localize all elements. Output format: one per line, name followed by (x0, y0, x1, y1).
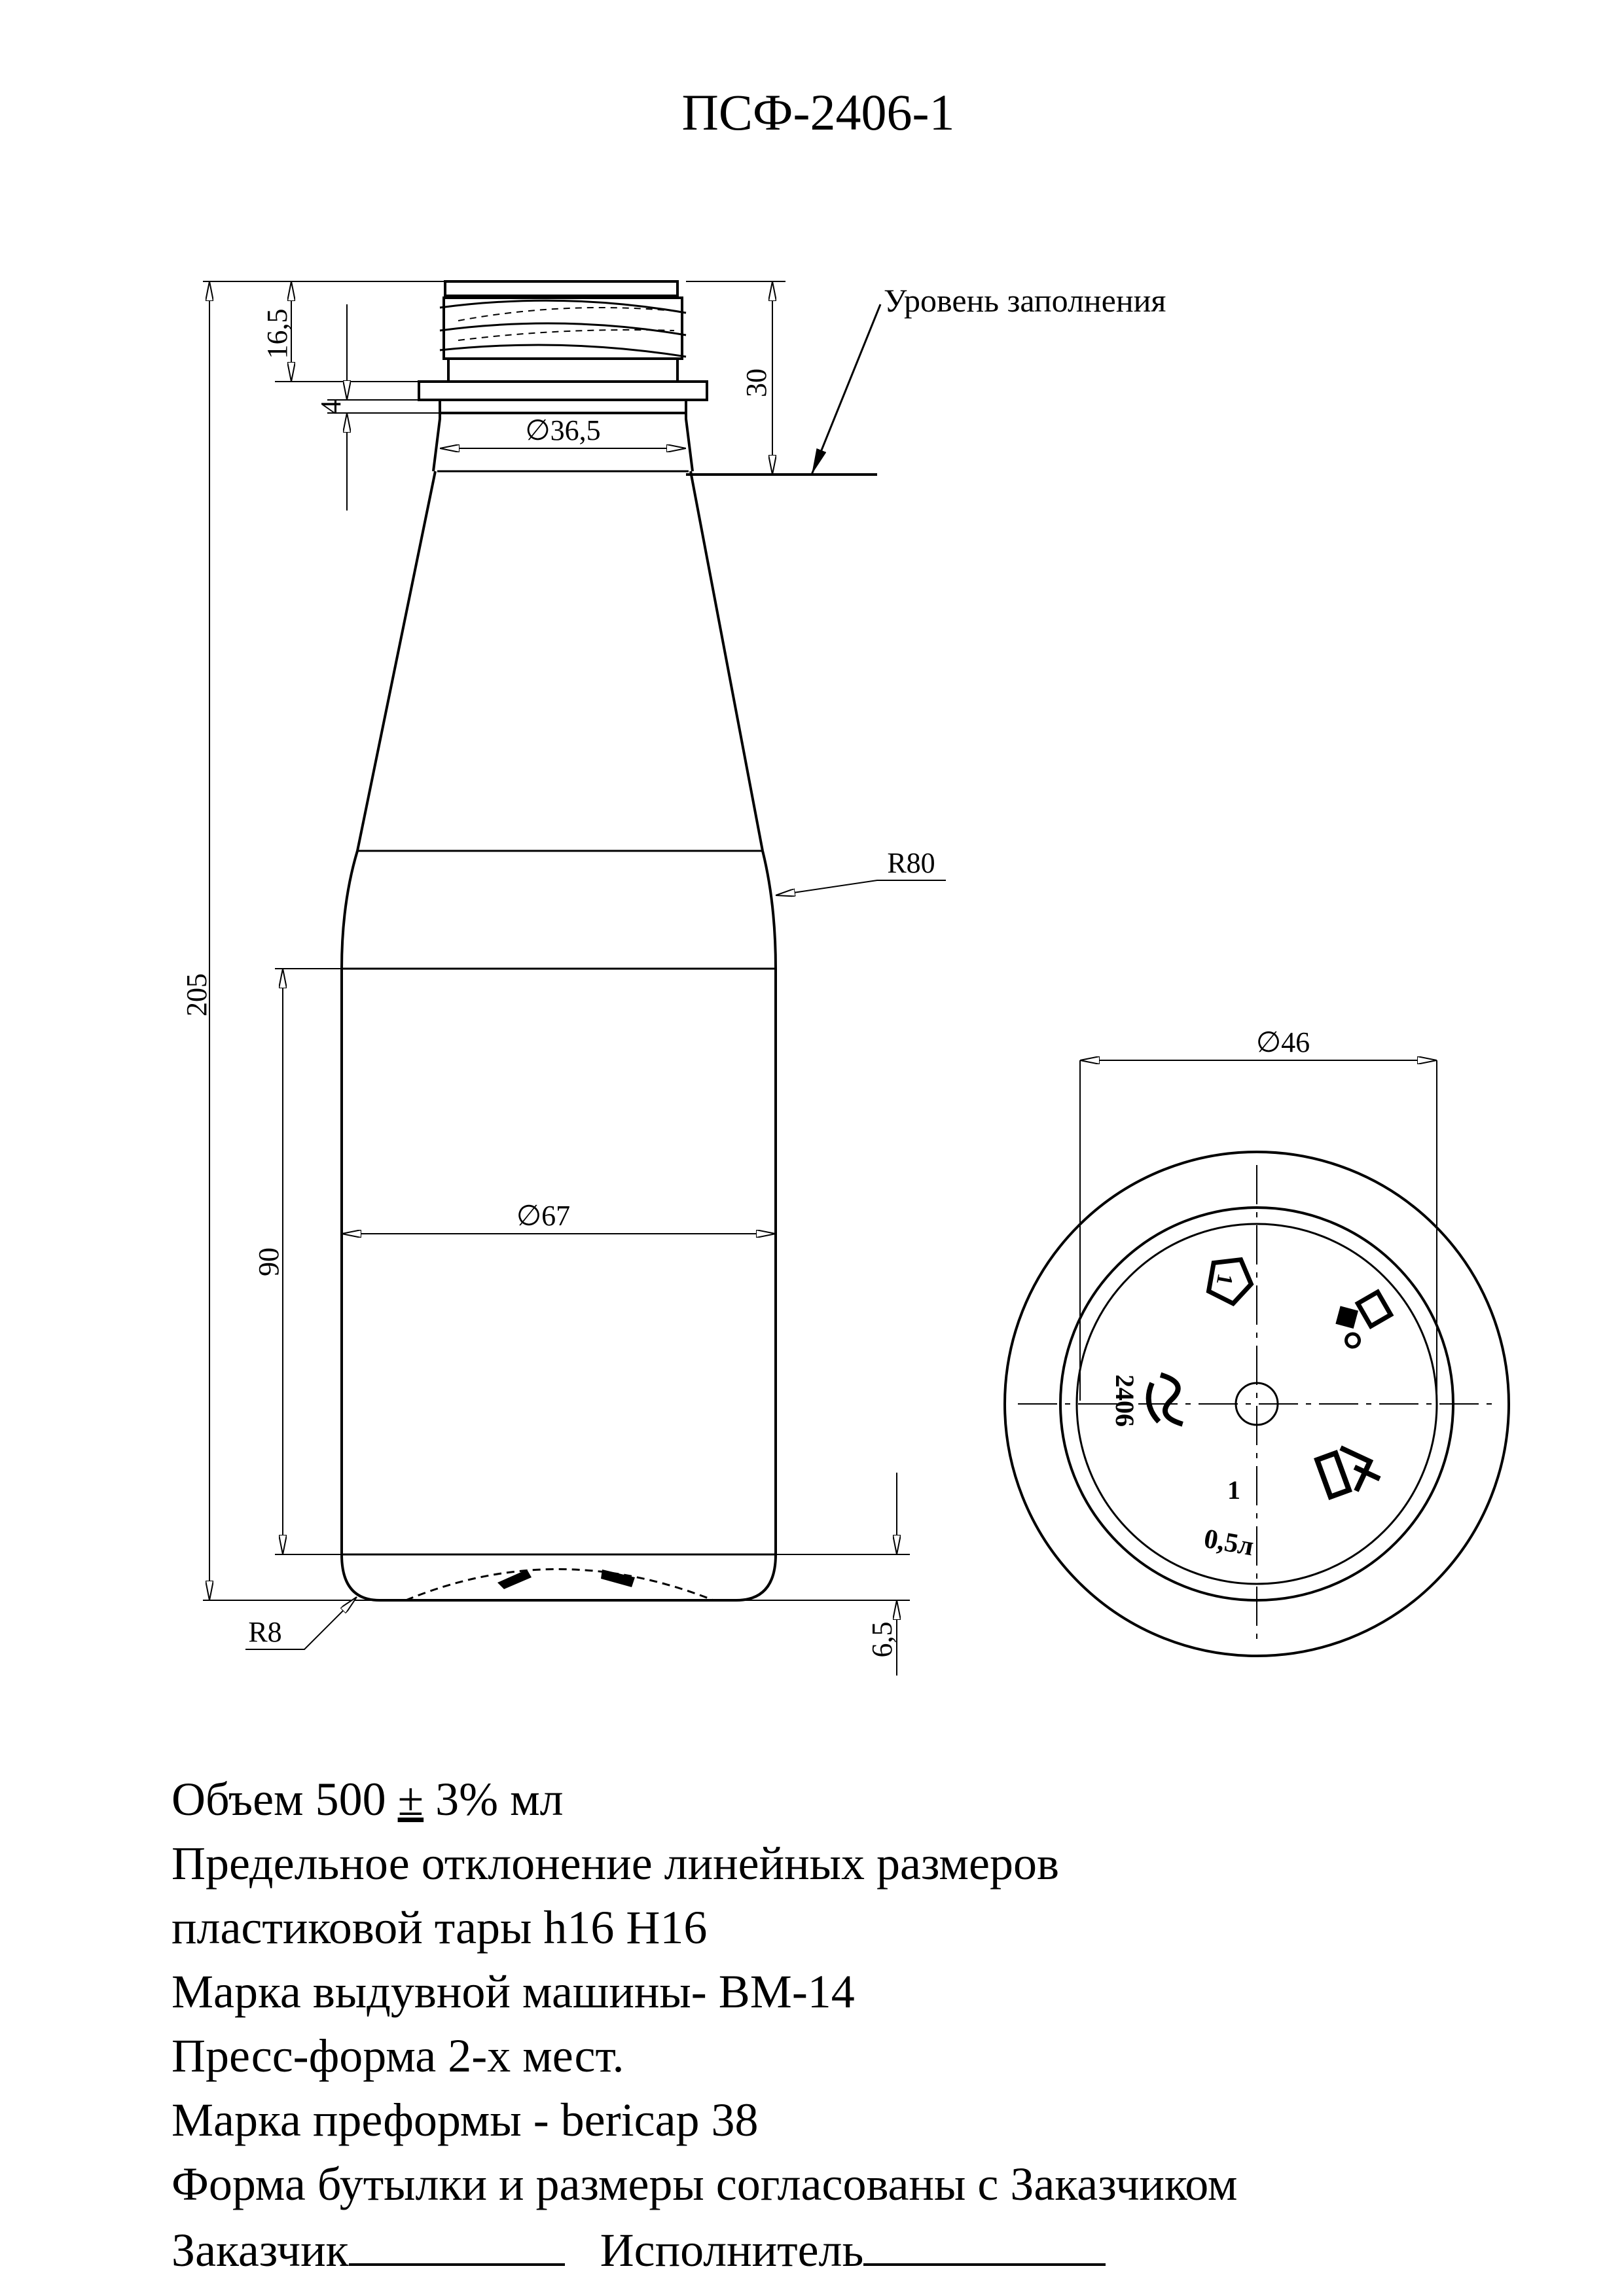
glass-fork-icon (1335, 1289, 1394, 1349)
note-volume-tolerance: ± (397, 1773, 424, 1825)
note-signatures: Заказчик Исполнитель (171, 2216, 1546, 2282)
svg-text:1: 1 (1212, 1272, 1237, 1287)
customer-label: Заказчик (171, 2224, 349, 2276)
drawing-title: ПСФ-2406-1 (682, 84, 955, 141)
dim-fill-depth: 30 (740, 368, 772, 397)
note-volume: Объем 500 ± 3% мл (171, 1767, 1546, 1831)
note-tolerance-line1: Предельное отклонение линейных размеров (171, 1837, 1059, 1890)
cavity-mark: 1 (1227, 1475, 1240, 1505)
bottle-shoulder (356, 471, 764, 852)
note-preform: Марка преформы - bericap 38 (171, 2094, 759, 2146)
note-tolerance-line2: пластиковой тары h16 H16 (171, 1901, 708, 1954)
contractor-label: Исполнитель (600, 2224, 864, 2276)
dim-body-diameter: ∅67 (516, 1200, 570, 1232)
dimension-labels: 205 16,5 4 30 ∅36,5 90 ∅67 R80 R8 6,5 Ур… (181, 282, 1166, 1658)
bottle-finish (418, 280, 708, 414)
specification-notes: Объем 500 ± 3% мл Предельное отклонение … (171, 1767, 1546, 2282)
logo-icon (1146, 1372, 1183, 1427)
dim-total-height: 205 (181, 973, 213, 1016)
dim-neck-diameter: ∅36,5 (525, 414, 600, 446)
dim-bottom-diameter: ∅46 (1256, 1026, 1310, 1058)
bottle-body (340, 969, 777, 1602)
recycle-icon: 1 (1206, 1257, 1254, 1306)
dim-shoulder-radius: R80 (887, 847, 935, 879)
dimension-lines (203, 281, 946, 1676)
fill-level-label: Уровень заполнения (884, 282, 1166, 319)
recycling-mark-icon (1314, 1445, 1381, 1500)
bottle-neck (432, 413, 694, 472)
note-machine: Марка выдувной машины- ВМ-14 (171, 1965, 855, 2018)
dim-label-height: 90 (253, 1247, 285, 1276)
note-volume-suffix: 3% мл (435, 1773, 564, 1825)
capacity-mark: 0,5л (1202, 1524, 1256, 1562)
note-approval: Форма бутылки и размеры согласованы с За… (171, 2158, 1238, 2210)
customer-signature-line (348, 2216, 565, 2266)
bottle-bottom-view (1003, 1060, 1510, 1657)
bottom-markings: 1 2406 1 0,5л (1110, 1257, 1394, 1562)
dim-base-radius: R8 (248, 1616, 281, 1648)
note-mold: Пресс-форма 2-х мест. (171, 2030, 624, 2082)
note-volume-prefix: Объем 500 (171, 1773, 386, 1825)
dim-neck-height: 16,5 (261, 309, 293, 359)
dim-neck-gap: 4 (315, 400, 347, 414)
dim-base-depth: 6,5 (866, 1622, 898, 1658)
contractor-signature-line (863, 2216, 1106, 2266)
mold-number-mark: 2406 (1110, 1374, 1140, 1427)
bottom-outer-circle (1003, 1151, 1510, 1657)
bottle-base (405, 1568, 714, 1602)
bottle-side-view (340, 280, 777, 1602)
bottom-inner-circle (1075, 1223, 1438, 1585)
